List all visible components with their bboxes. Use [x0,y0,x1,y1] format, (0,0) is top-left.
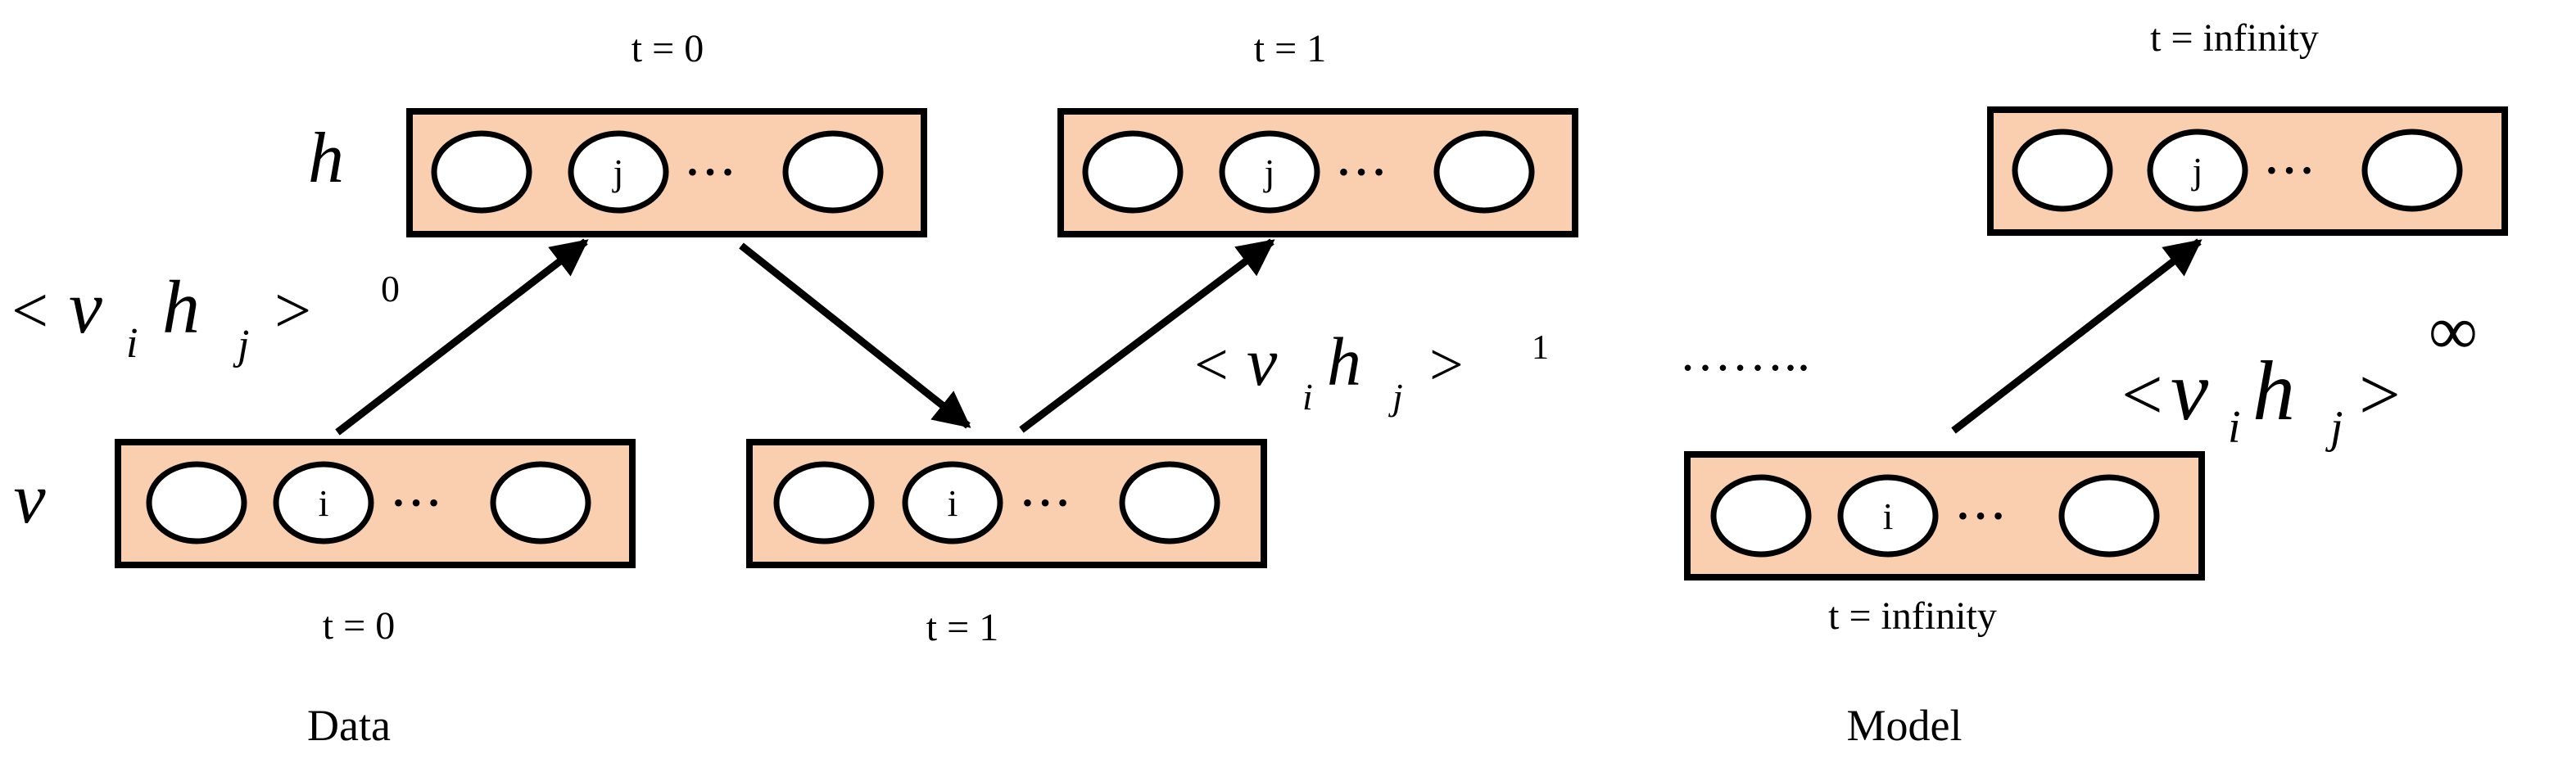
correlation-t1-open: < [1194,332,1229,399]
section-label-data: Data [307,701,391,750]
time-label-h-tinf: t = infinity [2150,16,2319,60]
correlation-tinf-h: h [2252,344,2295,438]
hidden-node-t0-1 [431,130,532,214]
visible-node-t0-n [490,461,591,544]
visible-layer-tinf: i • • • t = infinity [1684,451,2205,638]
correlation-tinf: < v i h j > ∞ [2121,293,2478,453]
time-label-v-tinf: t = infinity [1828,594,1997,638]
hidden-node-j-tinf [2147,129,2248,212]
visible-node-i-label-t1: i [948,482,958,524]
correlation-t1-v: v [1247,324,1278,400]
correlation-t0-h: h [162,265,200,349]
correlation-t0-v: v [69,265,102,349]
correlation-t1-h-sub: j [1388,376,1403,418]
time-label-v-t1: t = 1 [926,606,998,649]
arrow-v1-to-h1 [1019,238,1275,433]
hidden-node-tinf-1 [2012,129,2113,212]
hidden-node-t1-n [1433,130,1535,214]
visible-node-t1-n [1119,461,1220,544]
hidden-node-j-label-tinf: j [2191,150,2203,192]
correlation-tinf-v-sub: i [2228,402,2241,453]
visible-node-tinf-n [2058,474,2160,558]
correlation-t0-close: > [274,275,311,347]
correlation-t0-open: < [11,275,48,347]
hidden-node-j-label-t0: j [612,151,624,193]
correlation-t1: < v i h j > 1 [1194,324,1549,418]
hidden-ellipsis-t0: • • • [687,156,733,188]
visible-node-tinf-1 [1710,474,1812,558]
hidden-node-j-t1 [1219,130,1320,214]
correlation-t1-v-sub: i [1302,376,1313,418]
hidden-layer-tinf: t = infinity j • • • [1987,16,2508,236]
hidden-ellipsis-t1: • • • [1338,156,1384,188]
time-label-h-t0: t = 0 [632,27,704,70]
visible-node-t1-1 [773,461,875,544]
visible-node-i-label-tinf: i [1883,495,1894,537]
correlation-tinf-h-sub: j [2325,402,2343,453]
hidden-ellipsis-tinf: • • • [2266,154,2312,187]
hidden-node-tinf-n [2361,129,2463,212]
visible-layer-t0: i • • • t = 0 [115,439,636,648]
visible-node-i-t0 [273,461,374,544]
correlation-t1-sup: 1 [1532,329,1549,367]
visible-layer-label: v [13,459,46,539]
correlation-t1-close: > [1429,332,1464,399]
hidden-layer-t0: t = 0 j • • • [406,27,927,237]
visible-ellipsis-t0: • • • [393,486,439,519]
visible-ellipsis-tinf: • • • [1958,499,2003,532]
correlation-t1-h: h [1327,324,1361,400]
correlation-t0-h-sub: j [233,322,249,368]
arrow-h0-to-v1 [739,242,971,429]
chain-ellipsis: …….. [1679,323,1810,382]
correlation-t0: < v i h j > 0 [11,265,400,368]
hidden-node-j-label-t1: j [1263,151,1275,193]
time-label-h-t1: t = 1 [1254,27,1326,70]
visible-layer-t1: i • • • t = 1 [746,439,1267,649]
visible-node-t0-1 [146,461,247,544]
visible-node-i-t1 [902,461,1003,544]
correlation-tinf-open: < [2121,355,2163,436]
hidden-layer-label: h [308,119,344,198]
visible-node-i-tinf [1837,474,1939,558]
correlation-tinf-close: > [2359,355,2401,436]
hidden-node-t1-1 [1082,130,1184,214]
hidden-layer-t1: t = 1 j • • • [1057,27,1578,237]
section-label-model: Model [1847,701,1963,750]
arrow-v0-to-h0 [335,238,589,436]
visible-ellipsis-t1: • • • [1022,486,1068,519]
hidden-node-j-t0 [568,130,669,214]
correlation-t0-v-sub: i [126,320,138,367]
time-label-v-t0: t = 0 [323,604,395,648]
visible-node-i-label-t0: i [319,482,329,524]
correlation-tinf-sup: ∞ [2429,293,2478,369]
hidden-node-t0-n [782,130,884,214]
arrow-vinf-to-hinf [1951,238,2203,434]
correlation-tinf-v: v [2171,344,2209,438]
correlation-t0-sup: 0 [381,268,400,309]
